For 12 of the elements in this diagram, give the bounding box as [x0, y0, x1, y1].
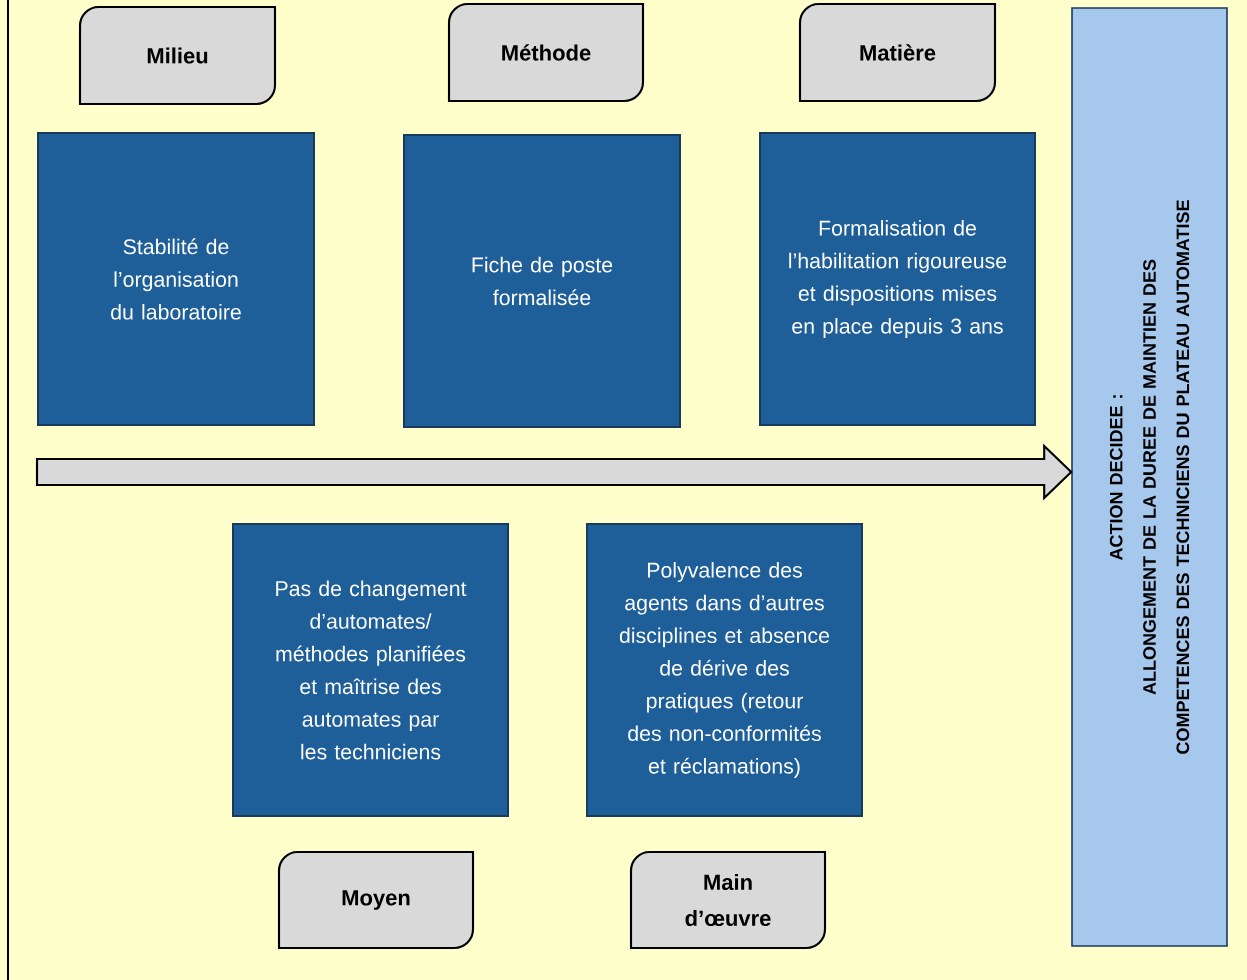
cause-box: Formalisation de l’habilitation rigoureuse et dispositions mises en place depuis 3 ans [759, 132, 1036, 426]
cause-box: Pas de changement d’automates/ méthodes planifiées et maîtrise des automates par les techniciens [232, 523, 509, 817]
cause-box: Polyvalence des agents dans d’autres disciplines et absence de dérive des pratiques (retour des non-conformités et réclamations) [586, 523, 863, 817]
category-box: Main d’œuvre [629, 850, 827, 950]
category-box: Moyen [277, 850, 475, 950]
block-arrow [35, 443, 1073, 501]
action-box: ACTION DECIDEE : ALLONGEMENT DE LA DUREE DE MAINTIEN DES COMPETENCES DES TECHNICIENS DU PLATEAU AUTOMATISE [1071, 7, 1228, 947]
category-box: Matière [798, 2, 997, 103]
cause-box: Fiche de poste formalisée [403, 134, 681, 428]
category-box: Méthode [447, 2, 645, 103]
cause-box: Stabilité de l’organisation du laboratoire [37, 132, 315, 426]
category-box: Milieu [78, 5, 277, 106]
